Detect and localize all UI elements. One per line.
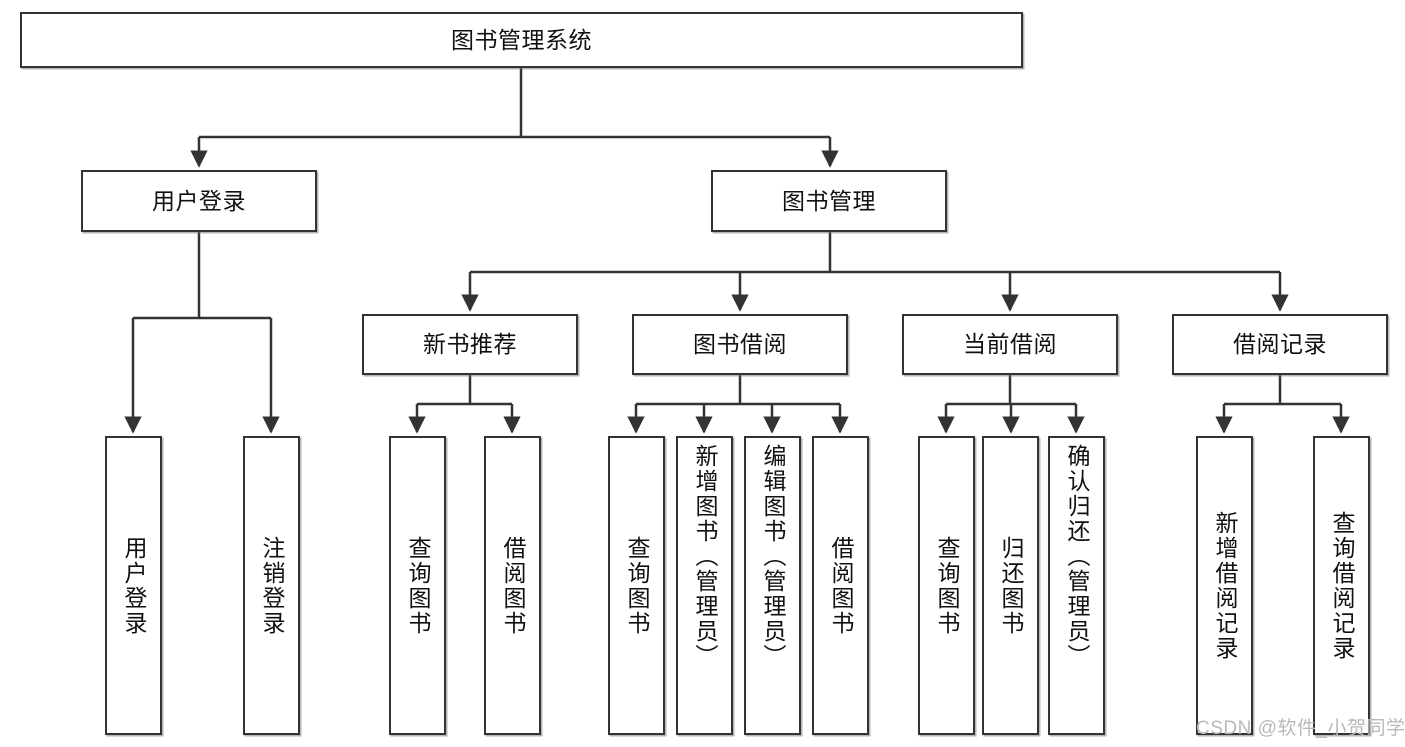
node-label: 图书借阅 [693, 331, 787, 358]
node-book-management[interactable]: 图书管理 [711, 170, 947, 232]
node-label: 确认归还（管理员） [1064, 444, 1090, 669]
leaf-borrowrecord-add-record[interactable]: 新增借阅记录 [1196, 436, 1253, 735]
node-borrow-record[interactable]: 借阅记录 [1172, 314, 1388, 375]
node-label: 归还图书 [998, 535, 1024, 636]
leaf-user-logout[interactable]: 注销登录 [243, 436, 300, 735]
node-label: 注销登录 [259, 535, 285, 636]
leaf-currentborrow-return-book[interactable]: 归还图书 [982, 436, 1039, 735]
leaf-newbook-query-book[interactable]: 查询图书 [389, 436, 446, 735]
node-root-book-management-system[interactable]: 图书管理系统 [20, 12, 1023, 68]
node-new-book-recommend[interactable]: 新书推荐 [362, 314, 578, 375]
leaf-user-login[interactable]: 用户登录 [105, 436, 162, 735]
node-label: 图书管理 [782, 187, 876, 214]
node-label: 当前借阅 [963, 331, 1057, 358]
leaf-bookborrow-add-book-admin[interactable]: 新增图书（管理员） [676, 436, 733, 735]
leaf-bookborrow-edit-book-admin[interactable]: 编辑图书（管理员） [744, 436, 801, 735]
node-label: 借阅图书 [828, 535, 854, 636]
node-label: 新增图书（管理员） [692, 444, 718, 669]
node-label: 查询图书 [934, 535, 960, 636]
leaf-newbook-borrow-book[interactable]: 借阅图书 [484, 436, 541, 735]
leaf-bookborrow-borrow-book[interactable]: 借阅图书 [812, 436, 869, 735]
node-label: 编辑图书（管理员） [760, 444, 786, 669]
node-current-borrow[interactable]: 当前借阅 [902, 314, 1118, 375]
leaf-bookborrow-query-book[interactable]: 查询图书 [608, 436, 665, 735]
leaf-currentborrow-confirm-return-admin[interactable]: 确认归还（管理员） [1048, 436, 1105, 735]
node-label: 新书推荐 [423, 331, 517, 358]
node-label: 查询图书 [405, 535, 431, 636]
node-label: 新增借阅记录 [1212, 510, 1238, 661]
node-book-borrow[interactable]: 图书借阅 [632, 314, 848, 375]
node-label: 用户登录 [121, 535, 147, 636]
node-label: 查询借阅记录 [1329, 510, 1355, 661]
node-label: 用户登录 [152, 187, 246, 214]
node-label: 图书管理系统 [451, 26, 592, 53]
leaf-borrowrecord-query-record[interactable]: 查询借阅记录 [1313, 436, 1370, 735]
node-label: 借阅图书 [500, 535, 526, 636]
node-label: 借阅记录 [1233, 331, 1327, 358]
node-user-login[interactable]: 用户登录 [81, 170, 317, 232]
leaf-currentborrow-query-book[interactable]: 查询图书 [918, 436, 975, 735]
node-label: 查询图书 [624, 535, 650, 636]
